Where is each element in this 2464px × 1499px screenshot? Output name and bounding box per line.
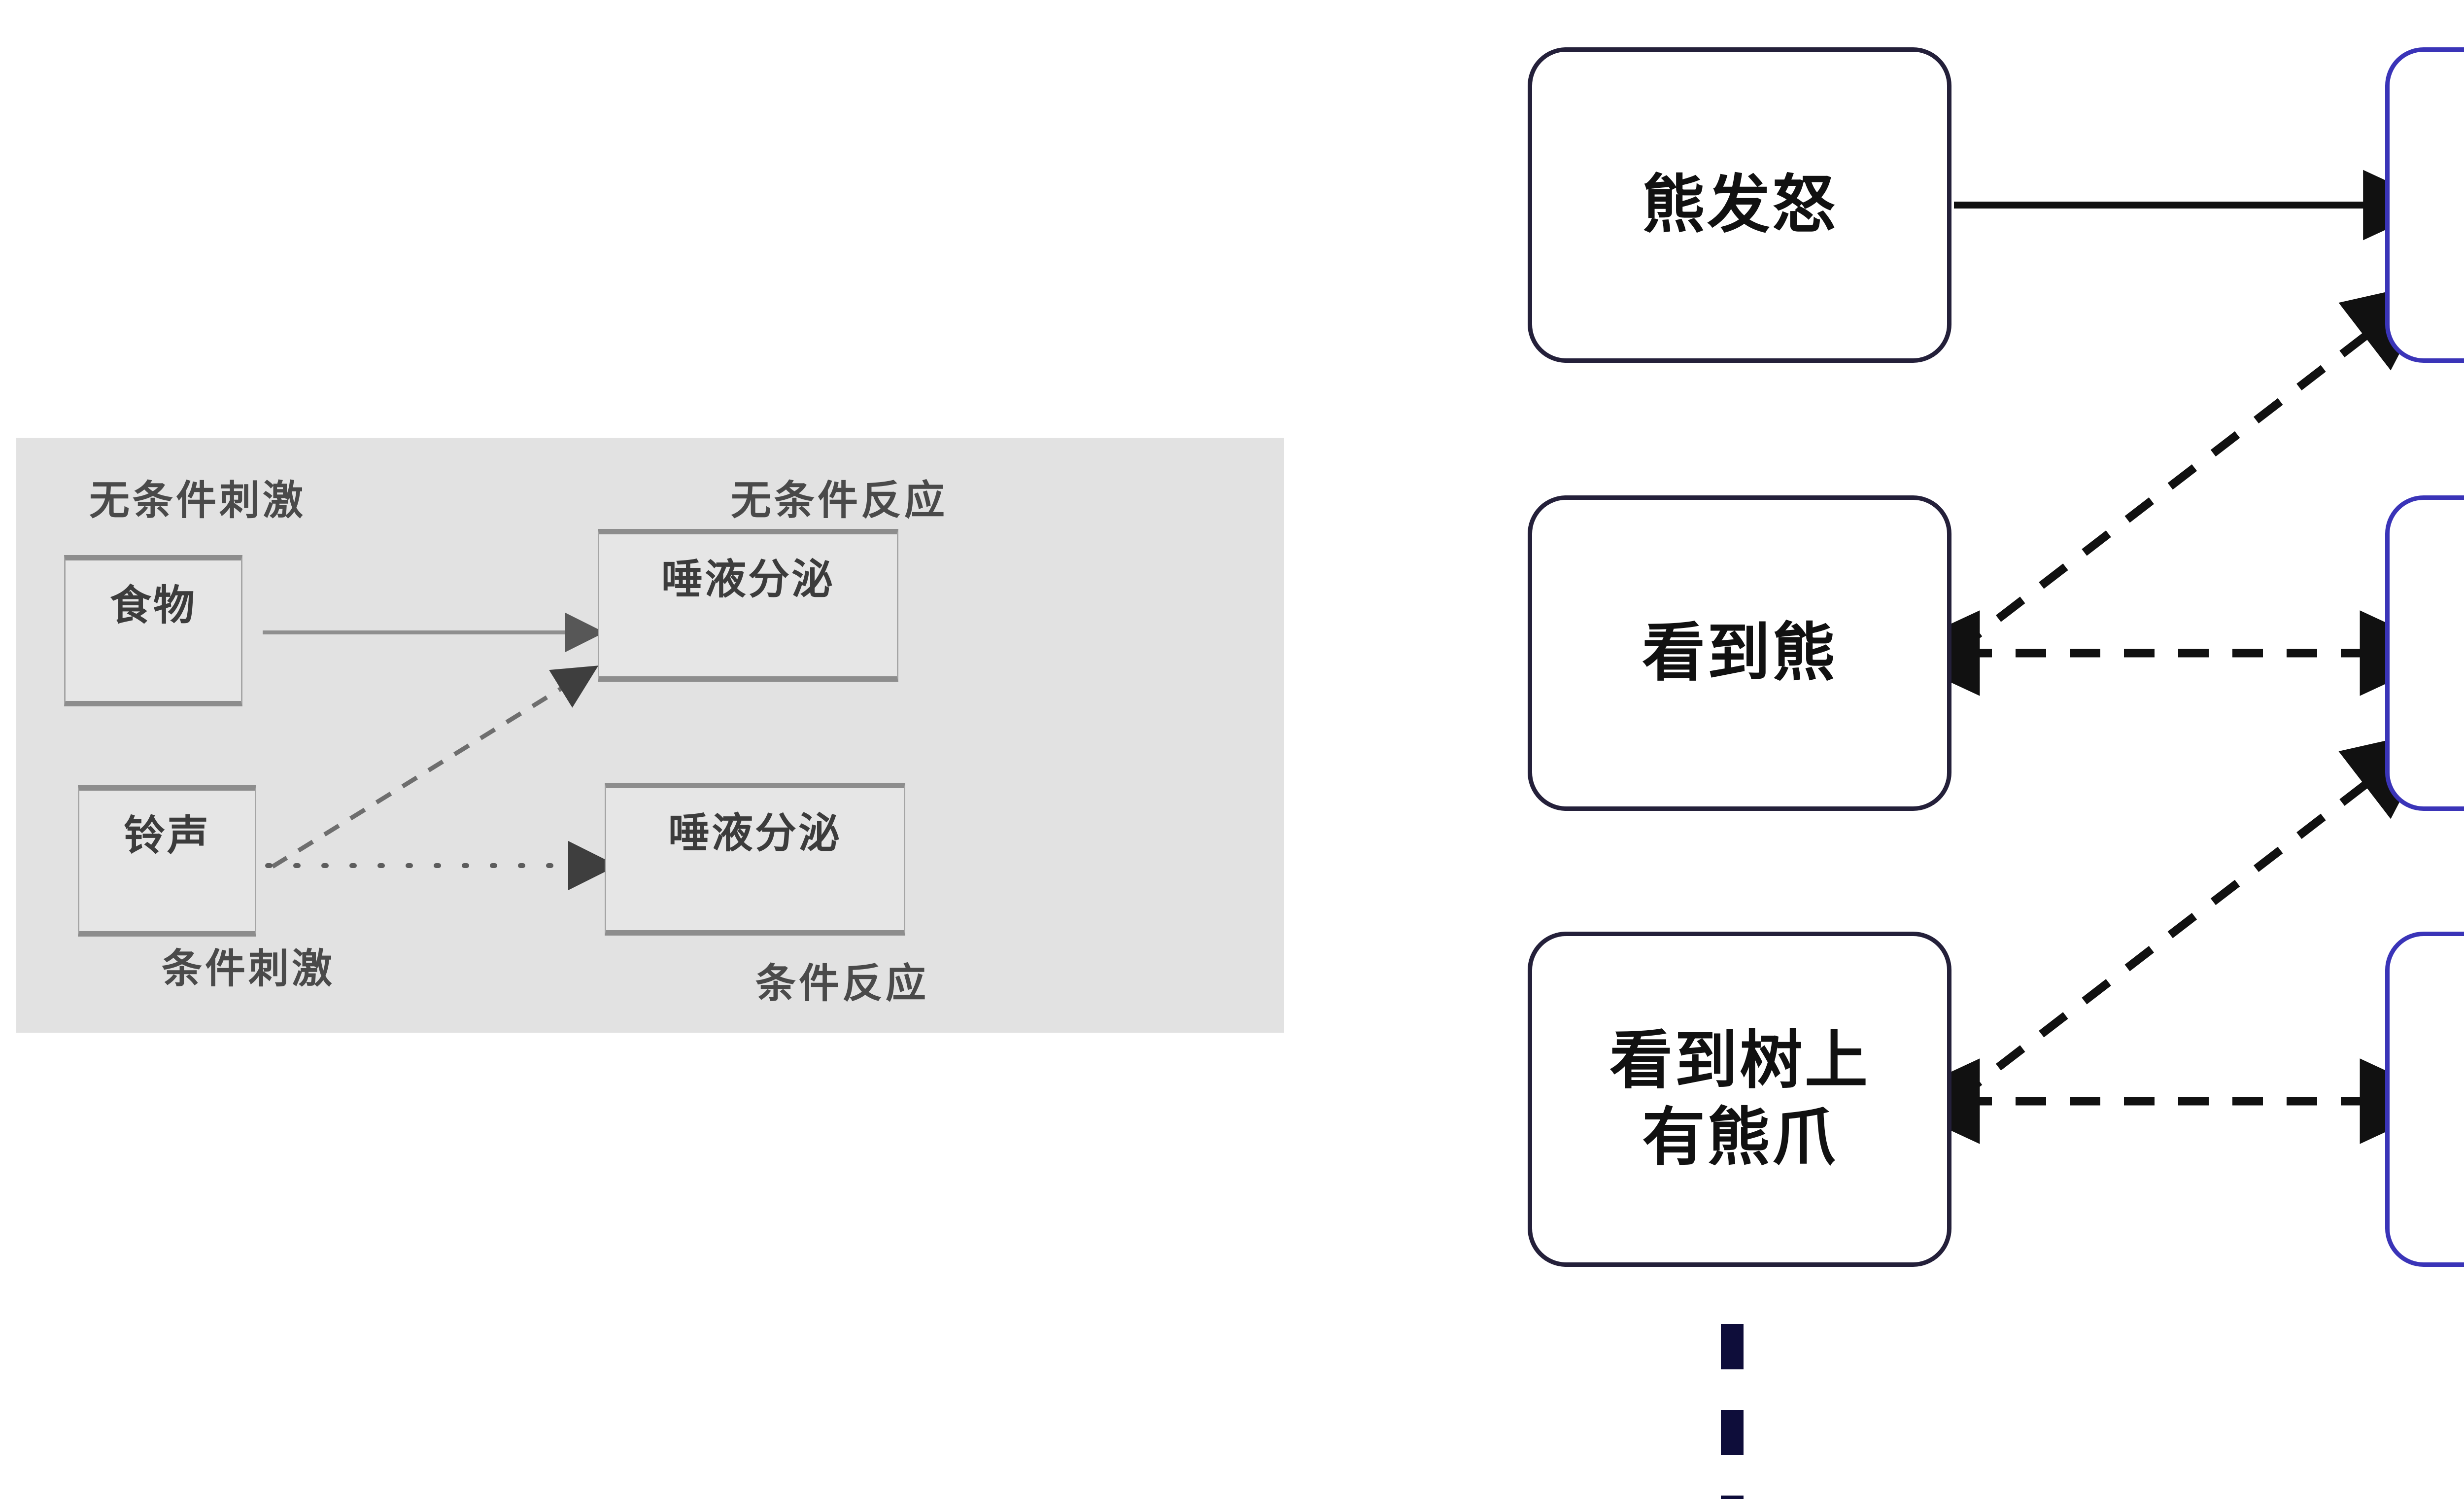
cc-box-salivation-conditioned-label: 唾液分泌 [668,809,842,857]
caption-conditioned-stimulus: 条件刺激 [162,945,336,992]
rl-box-see-claw-line2: 有熊爪 [1642,1101,1837,1174]
ellipsis-dot [1721,1324,1744,1369]
rl-value-propagation-panel: 熊发怒 看到熊 看到树上 有熊爪 奖励 V(s′) V(s) [1478,0,2464,1499]
caption-conditioned-response: 条件反应 [755,960,929,1007]
edge-seebear-to-reward [1952,280,2438,655]
edge-seeclaw-to-vnext [1952,729,2438,1104]
cc-box-food: 食物 [64,555,242,706]
classical-conditioning-panel: 无条件刺激 无条件反应 条件刺激 条件反应 食物 铃声 唾液分泌 唾液分泌 [16,438,1284,1033]
rl-box-see-claw-label: 看到树上 有熊爪 [1609,1022,1870,1176]
caption-unconditioned-response: 无条件反应 [731,477,948,524]
rl-box-bear-angry-label: 熊发怒 [1642,168,1837,242]
rl-box-see-bear: 看到熊 [1528,495,1951,811]
cc-box-salivation-unconditioned: 唾液分泌 [598,529,898,682]
ellipsis-states [1721,1324,1744,1499]
ellipsis-dot [1721,1496,1744,1499]
classical-conditioning-arrows [263,613,617,890]
rl-box-see-claw: 看到树上 有熊爪 [1528,932,1951,1267]
cc-box-salivation-conditioned: 唾液分泌 [605,783,905,936]
cc-box-bell-label: 铃声 [123,811,210,860]
arrow-bell-to-salivation-ur [271,665,599,869]
rl-box-bear-angry: 熊发怒 [1528,47,1951,363]
cc-box-food-label: 食物 [109,581,197,629]
rl-box-see-bear-label: 看到熊 [1642,616,1837,690]
cc-box-salivation-unconditioned-label: 唾液分泌 [661,555,835,603]
cc-box-bell: 铃声 [78,785,256,937]
rl-box-reward: 奖励 [2385,47,2464,363]
caption-unconditioned-stimulus: 无条件刺激 [89,477,307,524]
rl-box-value-current-state: V(s) [2385,932,2464,1267]
rl-box-value-next-state: V(s′) [2385,495,2464,811]
rl-box-see-claw-line1: 看到树上 [1609,1023,1870,1097]
ellipsis-dot [1721,1410,1744,1455]
